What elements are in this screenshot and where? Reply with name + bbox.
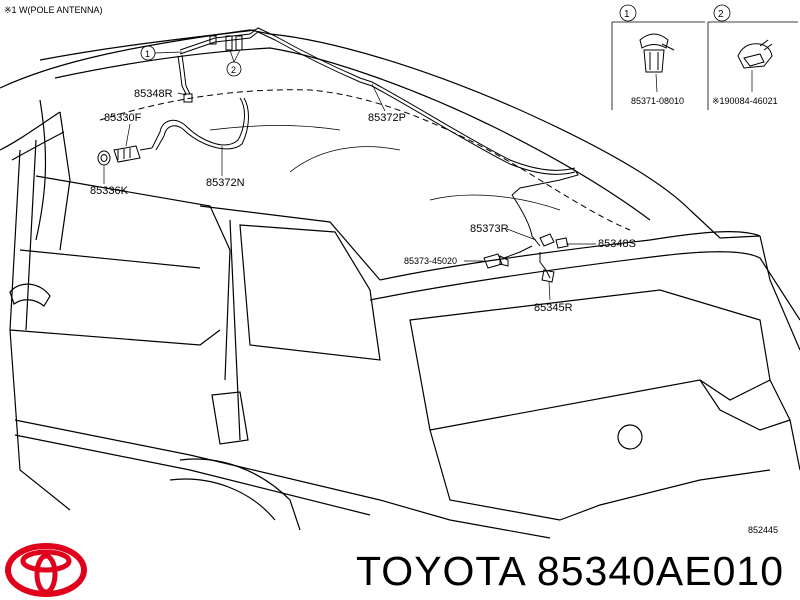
inset-1: 1 85371-08010 [611, 4, 705, 110]
label-85348r: 85348R [134, 88, 173, 100]
diagram-callout-2-label: 2 [231, 65, 236, 75]
label-85372n: 85372N [206, 177, 245, 189]
label-85336k: 85336K [90, 185, 129, 197]
clip-85371-icon [639, 33, 675, 93]
callout-2-label: 2 [718, 9, 724, 20]
label-85345r: 85345R [534, 302, 573, 314]
part-90084-46021: ※190084-46021 [712, 96, 778, 106]
figure-code: 852445 [748, 525, 778, 535]
part-labels: 85348R 85330F 85336K 85372N 85372P 85373… [90, 83, 778, 535]
toyota-logo [5, 543, 87, 597]
callout-1-label: 1 [624, 9, 630, 20]
label-85372p: 85372P [368, 112, 406, 124]
callout-1-circle [619, 4, 637, 22]
label-85373r: 85373R [470, 223, 509, 235]
label-85330f: 85330F [104, 112, 142, 124]
inset-2: 2 ※190084-46021 [707, 4, 798, 110]
label-85348s: 85348S [598, 238, 636, 250]
vehicle-outline [0, 29, 800, 539]
part-85371-08010: 85371-08010 [631, 96, 684, 106]
emblem-circle [617, 424, 643, 450]
label-85373-45020: 85373-45020 [404, 256, 457, 266]
pole-antenna-note: ※1 W(POLE ANTENNA) [4, 5, 103, 15]
callout-2-circle [713, 4, 731, 22]
clamp-90084-icon [737, 39, 773, 92]
diagram-callout-1-label: 1 [145, 49, 150, 59]
antenna-cable-assembly: 1 2 [97, 27, 579, 283]
brand-part-number: TOYOTA 85340AE010 [356, 548, 785, 594]
